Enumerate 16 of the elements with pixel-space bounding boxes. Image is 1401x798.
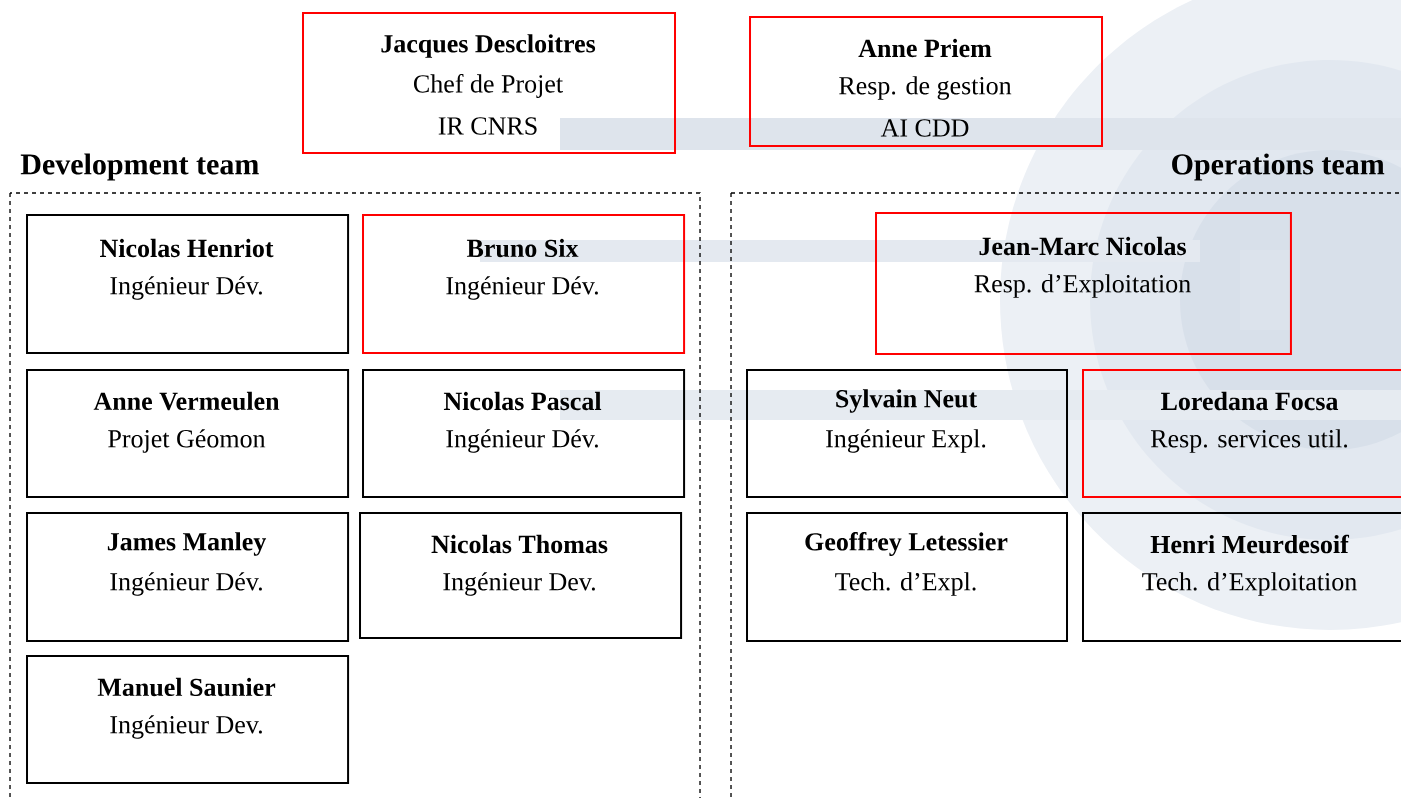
person-box: Loredana Focsa Resp. services util. [1082,369,1401,498]
person-box: Nicolas Henriot Ingénieur Dév. [26,214,350,354]
person-box: Henri Meurdesoif Tech. d’Exploitation [1082,512,1401,642]
person-box: Bruno Six Ingénieur Dév. [362,214,686,354]
person-box: Jean-Marc Nicolas Resp. d’Exploitation [875,212,1292,356]
person-box: Nicolas Pascal Ingénieur Dév. [362,369,686,498]
person-box: Sylvain Neut Ingénieur Expl. [746,369,1068,498]
person-box: Geoffrey Letessier Tech. d’Expl. [746,512,1068,642]
team-heading: Operations team [1172,153,1385,181]
person-box: Anne Vermeulen Projet Géomon [26,369,350,498]
person-box: Anne Priem Resp. de gestion AI CDD [749,16,1103,148]
team-heading: Development team [20,153,259,181]
person-box: James Manley Ingénieur Dév. [26,512,350,642]
person-box: Nicolas Thomas Ingénieur Dev. [359,512,683,640]
person-box: Manuel Saunier Ingénieur Dev. [26,655,350,784]
person-box: Jacques Descloitres Chef de Projet IR CNRS [302,12,676,154]
